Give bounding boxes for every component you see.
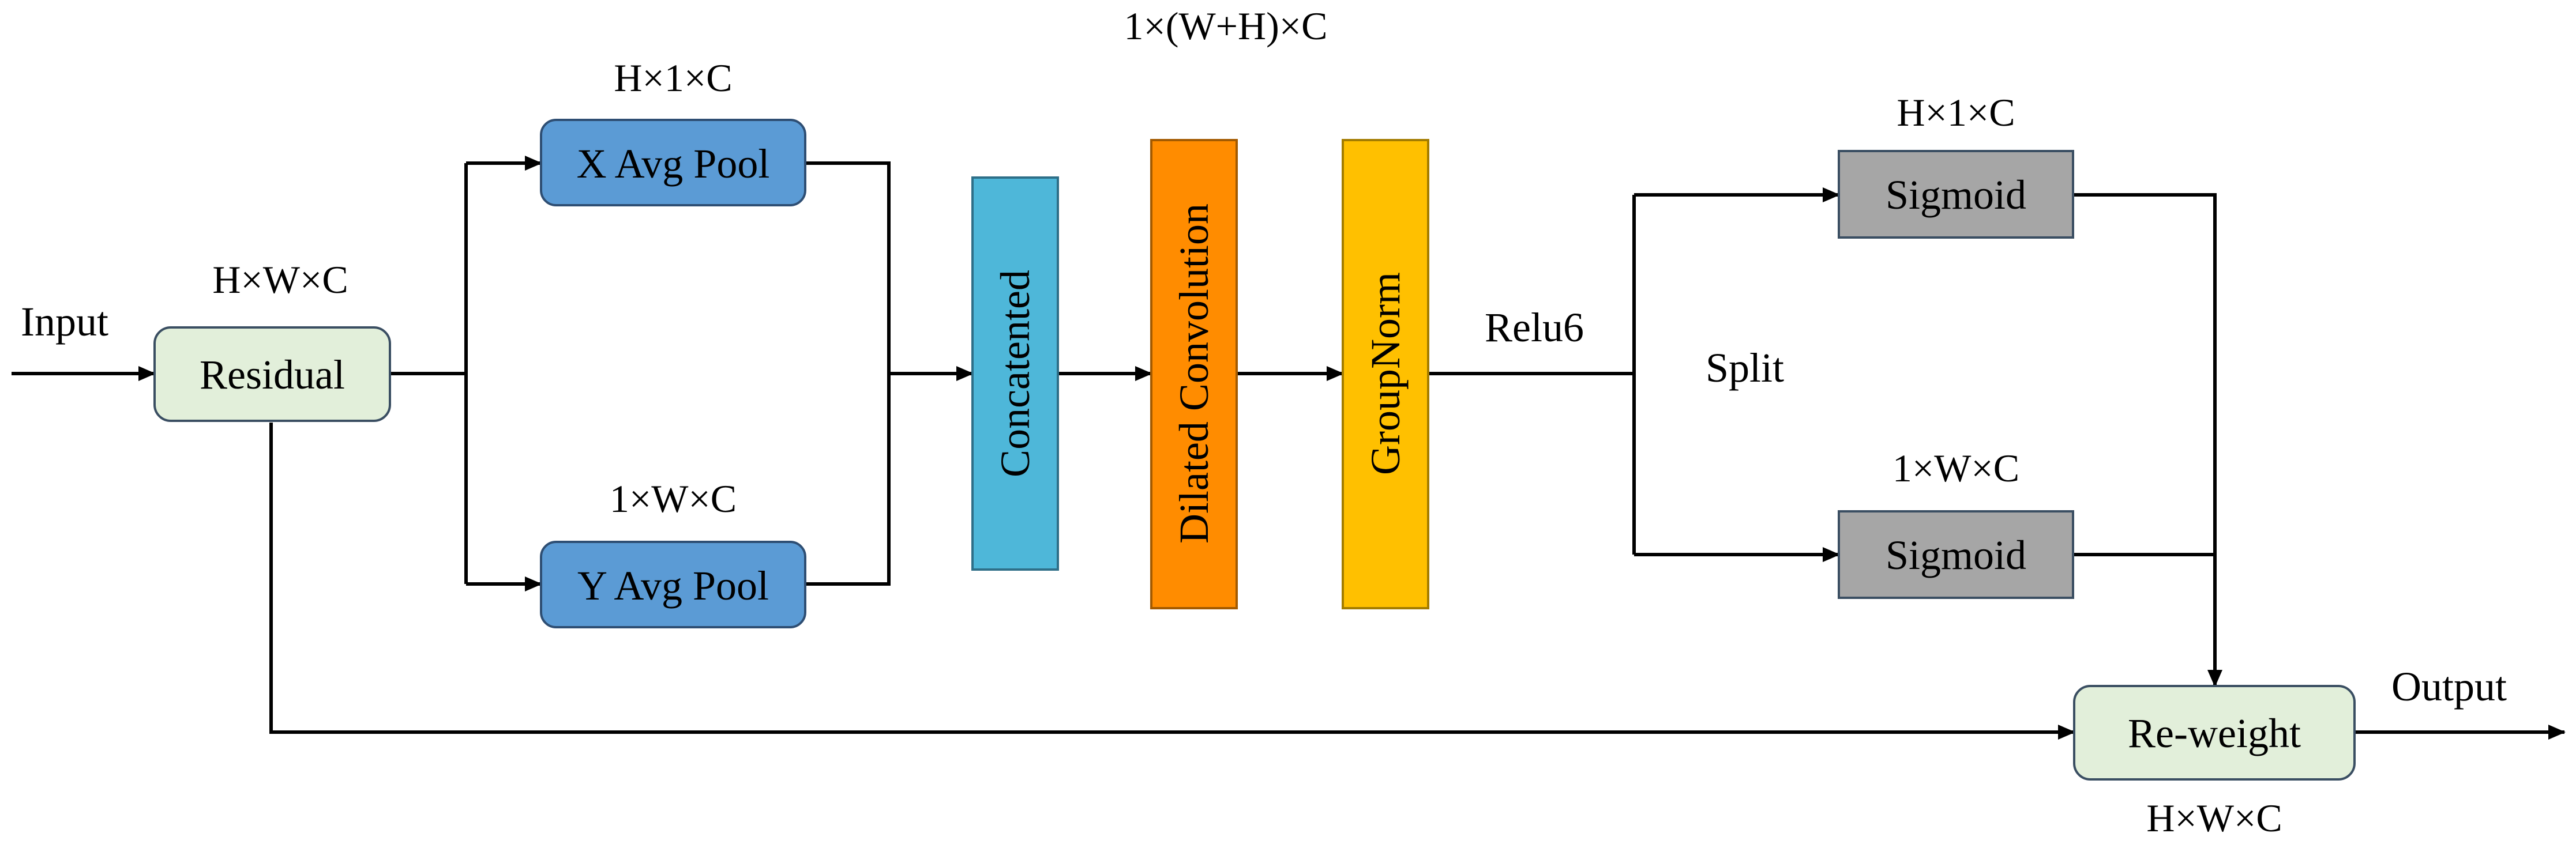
relu6-label: Relu6 bbox=[1485, 304, 1584, 350]
line-ypool-out bbox=[806, 374, 891, 586]
dim-reweight: H×W×C bbox=[2146, 796, 2282, 840]
dim-x-avg-pool: H×1×C bbox=[614, 56, 732, 100]
dim-residual: H×W×C bbox=[212, 258, 348, 301]
dim-concat-top: 1×(W+H)×C bbox=[1124, 4, 1328, 48]
line-sigmoid-top-out bbox=[2074, 193, 2217, 555]
x-avg-pool-box bbox=[540, 119, 806, 206]
node-dilated-convolution: Dilated Convolution bbox=[1150, 139, 1238, 609]
node-y-avg-pool: Y Avg Pool bbox=[540, 541, 806, 628]
sigmoid-bottom-label: Sigmoid bbox=[1886, 532, 2026, 578]
x-avg-pool-label: X Avg Pool bbox=[577, 141, 770, 187]
concatented-box bbox=[971, 176, 1059, 571]
node-concatented: Concatented bbox=[971, 176, 1059, 571]
input-label: Input bbox=[21, 299, 108, 345]
sigmoid-top-label: Sigmoid bbox=[1886, 172, 2026, 218]
node-sigmoid-bottom: Sigmoid bbox=[1838, 510, 2074, 599]
groupnorm-label: GroupNorm bbox=[1362, 272, 1409, 475]
line-residual-skip bbox=[269, 423, 2075, 740]
dim-sigmoid-top: H×1×C bbox=[1897, 91, 2015, 134]
y-avg-pool-box bbox=[540, 541, 806, 628]
sigmoid-bottom-box bbox=[1838, 510, 2074, 599]
reweight-label: Re-weight bbox=[2128, 710, 2301, 756]
sigmoid-top-box bbox=[1838, 150, 2074, 239]
output-label: Output bbox=[2391, 664, 2507, 710]
node-residual: Residual bbox=[153, 326, 391, 422]
y-avg-pool-label: Y Avg Pool bbox=[577, 563, 769, 609]
node-groupnorm: GroupNorm bbox=[1342, 139, 1429, 609]
connectors bbox=[12, 156, 2566, 740]
groupnorm-box bbox=[1342, 139, 1429, 609]
line-xpool-out bbox=[806, 161, 891, 374]
node-reweight: Re-weight bbox=[2073, 685, 2356, 781]
residual-box bbox=[153, 326, 391, 422]
node-sigmoid-top: Sigmoid bbox=[1838, 150, 2074, 239]
node-x-avg-pool: X Avg Pool bbox=[540, 119, 806, 206]
dilated-convolution-label: Dilated Convolution bbox=[1171, 203, 1217, 544]
split-label: Split bbox=[1706, 345, 1784, 391]
reweight-box bbox=[2073, 685, 2356, 781]
dim-sigmoid-bottom: 1×W×C bbox=[1892, 446, 2019, 490]
dilated-convolution-box bbox=[1150, 139, 1238, 609]
concatented-label: Concatented bbox=[992, 270, 1038, 477]
dim-y-avg-pool: 1×W×C bbox=[610, 477, 737, 521]
residual-label: Residual bbox=[200, 352, 345, 398]
